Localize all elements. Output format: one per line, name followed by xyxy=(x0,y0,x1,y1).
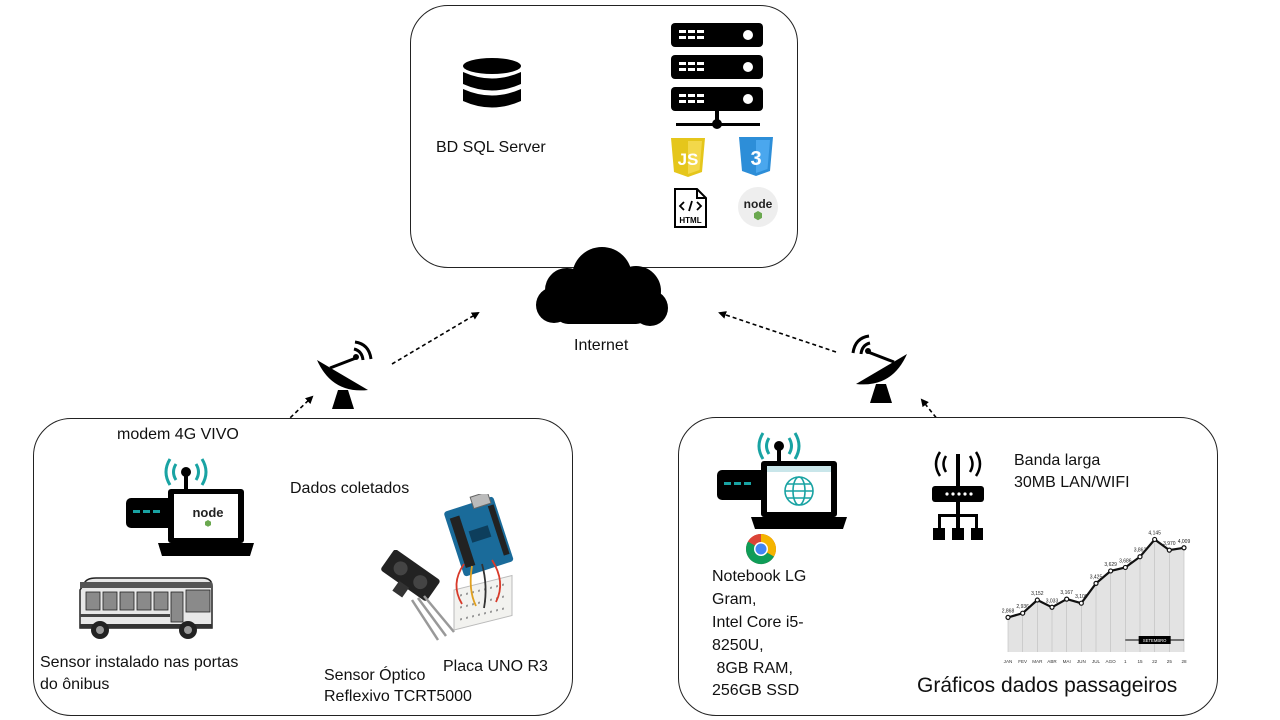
chart-tick-label: JUL xyxy=(1092,659,1101,664)
chart-value-label: 3,862 xyxy=(1134,548,1147,554)
chart-value-label: 3,167 xyxy=(1060,590,1073,596)
broadband-label-line2: 30MB LAN/WIFI xyxy=(1014,474,1130,491)
bus-label-line2: do ônibus xyxy=(40,676,110,693)
chart-point xyxy=(1020,610,1026,616)
chart-value-label: 3,629 xyxy=(1104,562,1117,568)
svg-text:HTML: HTML xyxy=(679,216,701,225)
notebook-globe-icon xyxy=(717,432,847,529)
data-label: Dados coletados xyxy=(290,480,410,497)
bus-label-line1: Sensor instalado nas portas xyxy=(40,654,239,671)
chart-point xyxy=(1181,545,1187,551)
chart-value-label: 3,425 xyxy=(1090,574,1103,580)
cloud-icon xyxy=(536,247,668,326)
chart-point xyxy=(1078,600,1084,606)
notebook-spec-line6: 256GB SSD xyxy=(712,682,800,699)
database-icon xyxy=(463,58,521,108)
chart-tick-label: MAI xyxy=(1063,659,1071,664)
router-icon xyxy=(932,451,984,540)
sensor-label-line2: Reflexivo TCRT5000 xyxy=(324,688,472,705)
internet-label: Internet xyxy=(574,337,629,354)
db-label: BD SQL Server xyxy=(436,139,546,156)
chart-tick-label: FEV xyxy=(1018,659,1028,664)
modem-laptop-icon: node xyxy=(126,458,254,556)
notebook-spec-line2: Gram, xyxy=(712,591,757,608)
tcrt5000-sensor-image xyxy=(381,550,455,641)
chart-value-label: 4,009 xyxy=(1178,539,1191,545)
chart-value-label: 3,970 xyxy=(1163,541,1176,547)
nodejs-icon: node xyxy=(738,187,778,227)
chart-tick-label: ABR xyxy=(1047,659,1057,664)
chart-annotation-label: SETEMBRO xyxy=(1143,638,1167,643)
chart-point xyxy=(1005,614,1011,620)
modem-label: modem 4G VIVO xyxy=(117,426,239,443)
chart-value-label: 3,686 xyxy=(1119,558,1132,564)
server-panel xyxy=(410,5,798,268)
chart-point xyxy=(1152,536,1158,543)
chart-tick-label: MAR xyxy=(1032,659,1043,664)
svg-text:node: node xyxy=(744,197,773,211)
chart-tick-label: JUN xyxy=(1077,659,1086,664)
chart-value-label: 3,033 xyxy=(1046,598,1059,604)
chart-annotation-box xyxy=(1138,636,1171,644)
server-rack-icon xyxy=(671,23,763,129)
css3-icon: 3 xyxy=(739,137,773,176)
chart-tick-label: 1 xyxy=(1124,659,1127,664)
chart-value-label: 2,936 xyxy=(1016,604,1029,610)
chart-tick-label: JAN xyxy=(1004,659,1013,664)
chrome-icon xyxy=(745,534,776,565)
chart-point xyxy=(1049,604,1055,610)
satellite-dish-left-icon xyxy=(317,340,373,409)
broadband-label-line1: Banda larga xyxy=(1014,452,1101,469)
board-label: Placa UNO R3 xyxy=(443,658,548,675)
arduino-board-image xyxy=(444,494,514,631)
chart-tick-label: 28 xyxy=(1181,659,1187,664)
notebook-spec-line5: 8GB RAM, xyxy=(712,660,793,677)
js-icon: JS xyxy=(671,138,705,177)
chart-point xyxy=(1093,580,1099,586)
notebook-spec-line4: 8250U, xyxy=(712,637,764,654)
chart-point xyxy=(1108,568,1114,574)
chart-tick-label: 15 xyxy=(1137,659,1143,664)
satellite-dish-right-icon xyxy=(851,334,907,403)
notebook-spec-line1: Notebook LG xyxy=(712,568,807,585)
chart-point xyxy=(1166,547,1172,553)
chart-tick-label: AGO xyxy=(1106,659,1117,664)
charts-label: Gráficos dados passageiros xyxy=(917,674,1178,697)
chart-point xyxy=(1034,597,1040,603)
sensor-label-line1: Sensor Óptico xyxy=(324,667,426,684)
arrow-dish-to-internet-right xyxy=(718,311,837,353)
chart-point xyxy=(1137,554,1143,560)
chart-tick-label: 25 xyxy=(1167,659,1173,664)
chart-tick-label: 22 xyxy=(1152,659,1158,664)
chart-value-label: 3,100 xyxy=(1075,594,1088,600)
chart-value-label: 2,868 xyxy=(1002,608,1015,614)
chart-point xyxy=(1122,564,1128,571)
html-file-icon: HTML xyxy=(674,188,707,228)
svg-text:JS: JS xyxy=(678,150,699,169)
bus-image xyxy=(79,577,213,639)
chart-point xyxy=(1064,596,1070,602)
chart-value-label: 3,152 xyxy=(1031,591,1044,597)
arrow-dish-to-internet-left xyxy=(391,311,480,365)
svg-text:3: 3 xyxy=(750,148,761,170)
chart-value-label: 4,145 xyxy=(1148,530,1161,536)
notebook-spec-line3: Intel Core i5- xyxy=(712,614,804,631)
svg-text:node: node xyxy=(192,505,223,520)
